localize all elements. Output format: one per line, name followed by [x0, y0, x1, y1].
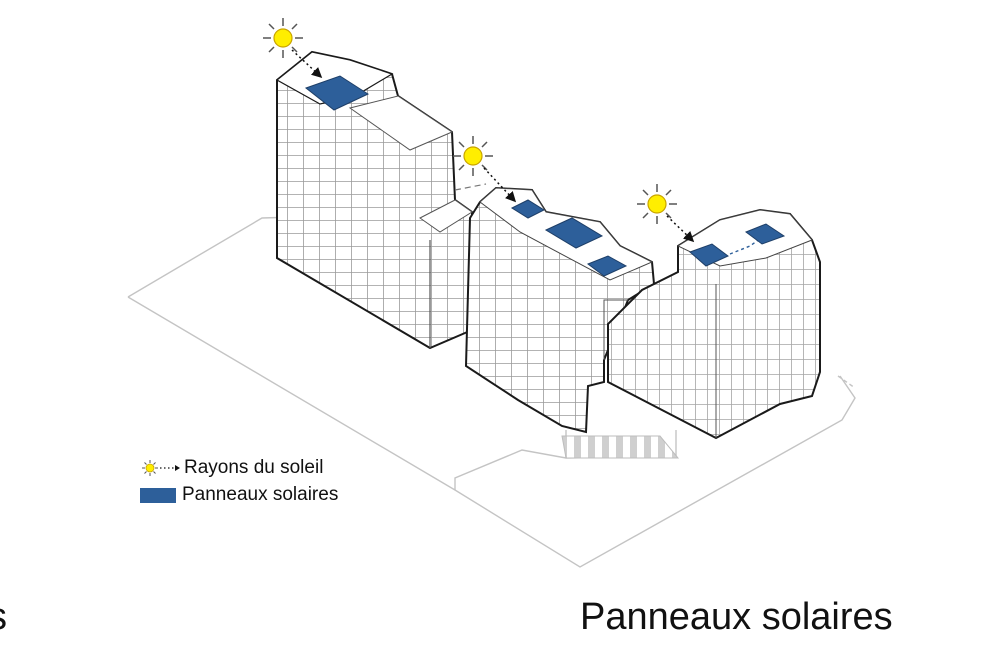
solar-panels — [304, 75, 786, 277]
staircase — [561, 435, 680, 459]
solar-panel — [586, 255, 628, 277]
building-1 — [275, 50, 487, 350]
building-3 — [607, 208, 821, 440]
legend-panel-label: Panneaux solaires — [182, 484, 339, 505]
legend-sun-label: Rayons du soleil — [184, 457, 324, 478]
legend-item-panel: Panneaux solaires — [140, 484, 338, 506]
sun-icon-1 — [263, 18, 303, 58]
legend-item-sun: Rayons du soleil — [140, 457, 323, 479]
solar-panel-swatch — [140, 487, 176, 503]
solar-panel — [304, 75, 370, 111]
caption-left-fragment: s — [0, 596, 7, 639]
sun-ray-1 — [291, 49, 323, 79]
sun-icon-2 — [453, 136, 493, 176]
sun-icon-3 — [637, 184, 677, 224]
solar-panel — [744, 223, 786, 245]
sun-ray-3 — [666, 215, 695, 243]
solar-panel — [689, 243, 729, 267]
solar-panel — [544, 217, 604, 249]
sun-ray-2 — [483, 167, 517, 203]
caption-right: Panneaux solaires — [580, 596, 893, 638]
solar-panel — [510, 199, 546, 219]
legend-sun-icon — [142, 460, 180, 476]
